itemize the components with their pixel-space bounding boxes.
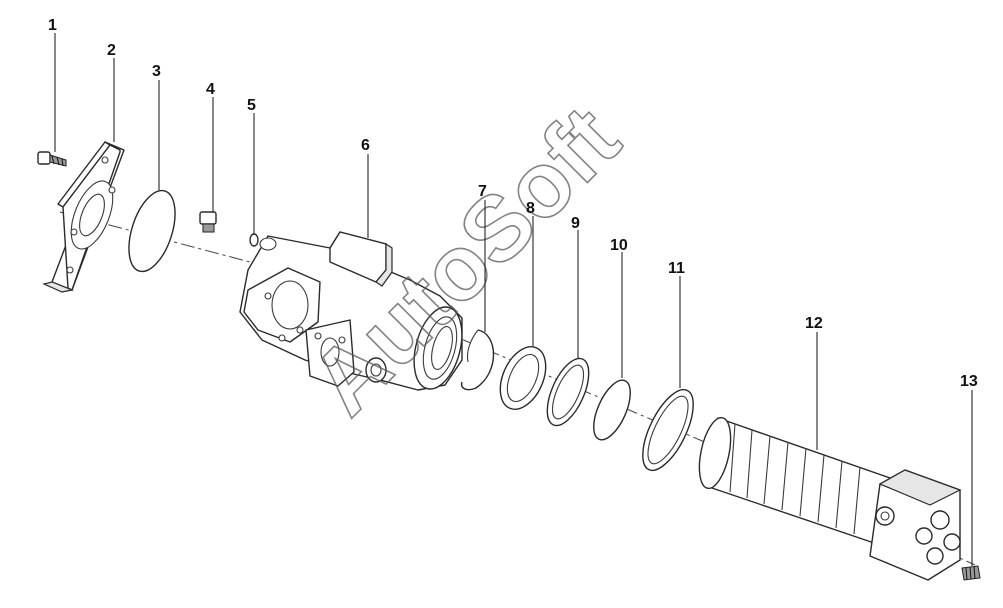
callout-1: 1 [48,17,57,34]
part-shim-disc [593,379,631,441]
callout-2: 2 [107,42,116,59]
part-valve-housing [239,231,463,391]
part-grub-screw [961,565,981,581]
part-bellows-cylinder [698,416,962,581]
callout-6: 6 [361,137,370,154]
part-sealing-washer [249,233,259,247]
callout-13: 13 [960,373,978,390]
callout-labels: 1 2 3 4 5 6 7 8 9 10 11 12 13 [48,17,978,390]
part-bolt [37,151,67,167]
callout-10: 10 [610,237,628,254]
callout-11: 11 [668,260,685,277]
callout-5: 5 [247,97,256,114]
part-plug-screw [199,211,217,233]
callout-4: 4 [206,81,215,98]
callout-8: 8 [526,200,535,217]
part-ring-8 [499,346,547,410]
part-cover-plate [42,141,125,293]
callout-3: 3 [152,63,161,80]
callout-9: 9 [571,215,580,232]
leader-lines [54,33,973,566]
part-ring-9 [546,357,590,427]
callout-7: 7 [478,183,487,200]
part-o-ring [642,388,694,472]
part-snap-ring [460,329,495,391]
part-gasket [128,189,176,273]
callout-12: 12 [805,315,823,332]
